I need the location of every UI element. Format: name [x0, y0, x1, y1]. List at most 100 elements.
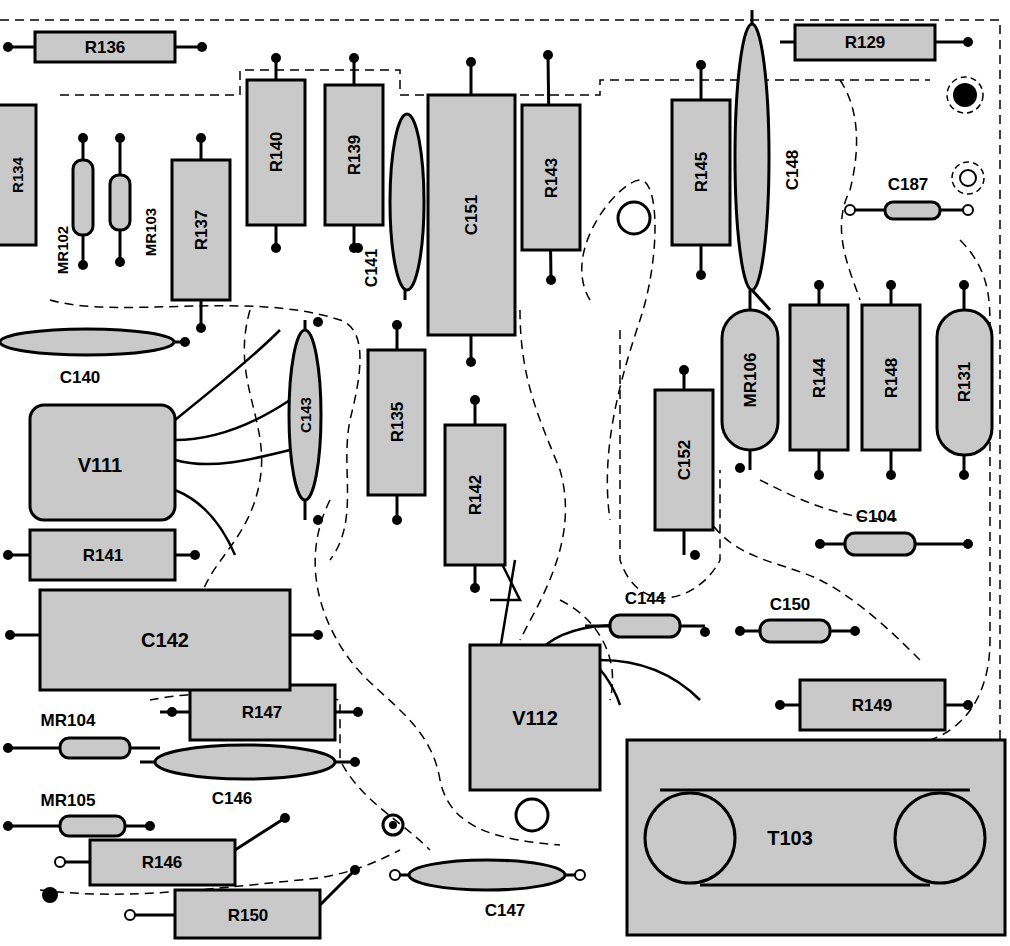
mounting-hole — [389, 821, 397, 829]
component-lead — [280, 813, 290, 823]
part-label: R129 — [845, 34, 886, 51]
component-lead — [271, 53, 281, 63]
component-lead — [130, 914, 175, 917]
part-label: C187 — [888, 176, 929, 193]
part-label: R145 — [693, 152, 710, 193]
mounting-hole — [947, 77, 983, 113]
part-label: MR106 — [742, 353, 759, 408]
component-lead — [959, 470, 969, 480]
component-lead — [55, 857, 65, 867]
component-lead — [700, 627, 710, 637]
part-label: MR103 — [143, 208, 158, 256]
diode-bodie — [937, 310, 992, 455]
part-label: R148 — [883, 358, 900, 399]
resistor-bodie — [172, 160, 230, 300]
diode-bodie — [722, 310, 778, 450]
mounting-hole — [618, 202, 650, 234]
component-lead — [3, 821, 13, 831]
capacitor-bodie — [409, 860, 565, 890]
resistor-bodie — [35, 32, 175, 62]
board-trace — [620, 330, 720, 598]
board-trace — [520, 310, 565, 640]
part-label: MR105 — [41, 792, 96, 809]
part-label: R135 — [389, 402, 406, 443]
part-label: C146 — [212, 790, 253, 807]
component-lead — [5, 630, 15, 640]
component-lead — [353, 707, 363, 717]
part-label: C104 — [856, 508, 897, 525]
part-label: R131 — [956, 362, 973, 403]
component-lead — [735, 463, 745, 473]
resistor-bodie — [862, 305, 920, 450]
part-label: R137 — [193, 210, 210, 251]
resistor-bodie — [522, 105, 580, 250]
component-lead — [78, 133, 88, 143]
resistor-bodie — [247, 80, 305, 225]
capacitor-bodie — [155, 745, 335, 779]
component-lead — [196, 133, 206, 143]
part-label: C147 — [485, 902, 526, 919]
tube-wire — [175, 330, 280, 420]
diode-bodie — [73, 160, 93, 235]
part-label: C150 — [770, 596, 811, 613]
tube-label: V111 — [78, 455, 123, 475]
part-label: R134 — [10, 157, 25, 193]
component-lead — [814, 470, 824, 480]
component-lead — [696, 60, 706, 70]
component-lead — [349, 53, 359, 63]
diode-bodie — [110, 175, 130, 230]
part-label: R136 — [85, 39, 126, 56]
component-lead — [815, 539, 825, 549]
component-lead — [546, 275, 556, 285]
component-lead — [3, 42, 13, 52]
capacitor-bodie — [0, 329, 174, 355]
component-lead — [313, 630, 323, 640]
component-lead — [575, 870, 585, 880]
transformer-body — [660, 790, 970, 885]
component-lead — [271, 243, 281, 253]
component-lead — [3, 550, 13, 560]
board-trace — [840, 80, 860, 300]
mounting-hole — [42, 887, 58, 903]
resistor-bodie — [795, 25, 935, 60]
part-label: C148 — [784, 150, 801, 191]
transformer-body — [895, 793, 985, 883]
tube-socket — [30, 405, 175, 520]
tube-wire — [600, 660, 700, 700]
component-lead — [235, 818, 285, 850]
part-label: C152 — [676, 440, 693, 481]
part-label: MR102 — [55, 226, 70, 274]
capacitor-bodie — [610, 615, 680, 637]
part-label: C144 — [625, 590, 666, 607]
part-label: C140 — [60, 369, 101, 386]
capacitor-bodie — [390, 114, 424, 290]
capacitor-bodie — [40, 590, 290, 690]
part-label: R142 — [467, 475, 484, 516]
component-lead — [320, 870, 355, 905]
component-lead — [392, 320, 402, 330]
component-lead — [963, 205, 973, 215]
board-trace — [60, 70, 930, 95]
resistor-bodie — [0, 105, 36, 245]
component-lead — [115, 133, 125, 143]
component-lead — [313, 317, 323, 327]
tube-wire — [175, 400, 290, 440]
diode-bodie — [60, 816, 125, 836]
mounting-hole — [952, 162, 984, 194]
capacitor-bodie — [885, 202, 940, 219]
component-lead — [696, 270, 706, 280]
component-lead — [780, 41, 795, 44]
component-lead — [190, 550, 200, 560]
component-lead — [690, 550, 700, 560]
part-label: R147 — [242, 704, 283, 721]
board-trace — [582, 180, 655, 520]
component-lead — [197, 42, 207, 52]
mounting-hole — [960, 170, 976, 186]
component-lead — [350, 757, 360, 767]
board-trace — [200, 310, 262, 600]
mounting-hole — [516, 799, 548, 831]
component-lead — [735, 626, 745, 636]
component-lead — [963, 700, 973, 710]
resistor-bodie — [368, 350, 425, 495]
